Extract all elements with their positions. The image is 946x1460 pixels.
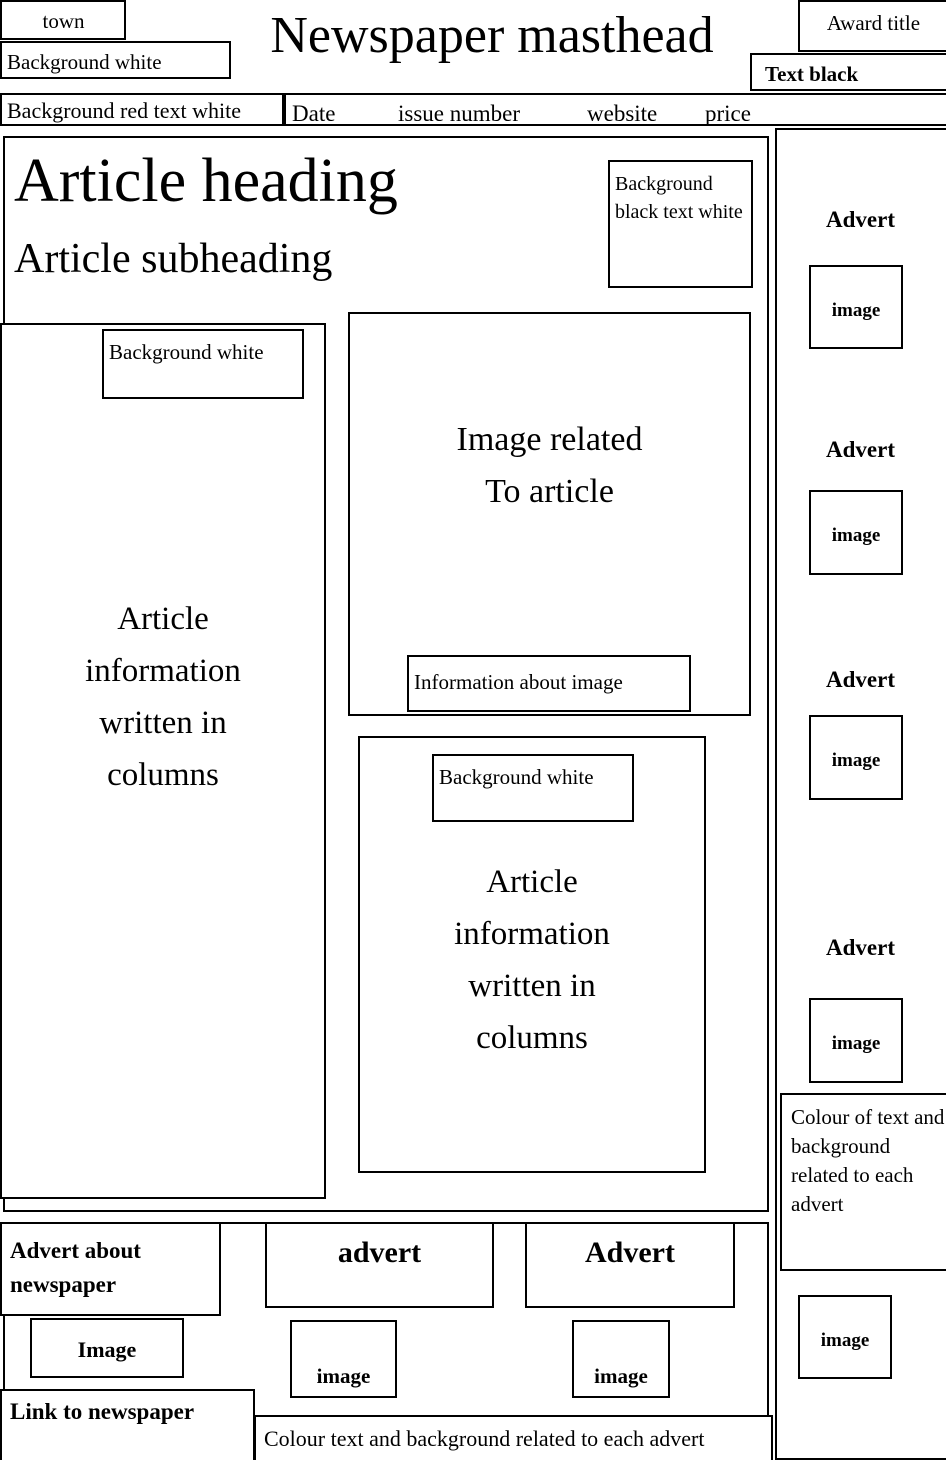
footer-advert-1-box[interactable]: advert — [265, 1222, 494, 1308]
article-column-one-note-box[interactable]: Background white — [102, 329, 304, 399]
datebar-date: Date — [292, 101, 336, 126]
footer-advert-2-label: Advert — [585, 1236, 675, 1269]
article-image-caption-label: Information about image — [414, 670, 623, 694]
sidebar-colour-note-label: Colour of text and background related to… — [791, 1105, 945, 1216]
footer-newspaper-advert-image-label: Image — [77, 1337, 137, 1362]
sidebar-bottom-image[interactable]: image — [798, 1295, 892, 1379]
sidebar-advert-1-label: Advert — [826, 207, 895, 232]
article-heading-colour-note-label: Background black text white — [615, 173, 743, 223]
footer-newspaper-advert-box[interactable]: Advert about newspaper — [0, 1222, 221, 1316]
datebar-background-note-box[interactable]: Background red text white — [0, 93, 284, 126]
town-label: town — [42, 9, 85, 33]
article-column-two-note-label: Background white — [439, 765, 594, 789]
datebar-issue-number: issue number — [398, 101, 521, 126]
sidebar-advert-4-image[interactable]: image — [809, 998, 903, 1083]
article-image-block[interactable]: Image related To article Information abo… — [348, 312, 751, 716]
award-title-label: Award title — [826, 11, 921, 35]
sidebar-advert-2-image-label: image — [831, 525, 881, 546]
article-column-two[interactable]: Background white Article information wri… — [358, 736, 706, 1173]
footer-advert-2-box[interactable]: Advert — [525, 1222, 735, 1308]
sidebar-advert-1-image[interactable]: image — [809, 265, 903, 349]
article-column-one[interactable]: Background white Article information wri… — [0, 323, 326, 1199]
sidebar-bottom-image-label: image — [820, 1330, 870, 1351]
sidebar-advert-3-image[interactable]: image — [809, 715, 903, 800]
masthead-title-text: Newspaper masthead — [270, 7, 714, 64]
footer-newspaper-advert-label: Advert about newspaper — [10, 1238, 141, 1297]
masthead-background-note-label: Background white — [7, 50, 162, 74]
article-image-placeholder-text: Image related To article — [456, 421, 643, 510]
footer-advert-2-image-label: image — [594, 1364, 648, 1388]
datebar: Date issue number website price — [284, 93, 946, 126]
article-column-one-note-label: Background white — [109, 340, 264, 364]
sidebar-colour-note-box[interactable]: Colour of text and background related to… — [780, 1093, 946, 1271]
sidebar-advert-4-image-label: image — [831, 1033, 881, 1054]
datebar-price: price — [705, 101, 751, 126]
sidebar-advert-2-image[interactable]: image — [809, 490, 903, 575]
article-column-two-note-box[interactable]: Background white — [432, 754, 634, 822]
sidebar-advert-2-label: Advert — [826, 437, 895, 462]
text-black-note-box[interactable]: Text black — [750, 53, 946, 91]
article-heading: Article heading — [14, 147, 398, 215]
footer-newspaper-link-box[interactable]: Link to newspaper — [0, 1389, 255, 1460]
article-column-two-text: Article information written in columns — [454, 864, 610, 1056]
article-subheading: Article subheading — [14, 236, 333, 282]
text-black-label: Text black — [765, 62, 859, 86]
award-title-box[interactable]: Award title — [798, 0, 946, 52]
footer-advert-1-image-label: image — [316, 1364, 371, 1388]
sidebar-advert-1-image-label: image — [831, 300, 881, 321]
sidebar-advert-3-label: Advert — [826, 667, 895, 692]
masthead-background-note-box[interactable]: Background white — [0, 41, 231, 79]
footer-colour-note-box[interactable]: Colour text and background related to ea… — [254, 1415, 773, 1460]
sidebar-advert-3-image-label: image — [831, 750, 881, 771]
footer-advert-2-image[interactable]: image — [572, 1320, 670, 1398]
datebar-website[interactable]: website — [587, 101, 658, 126]
footer-newspaper-advert-image[interactable]: Image — [30, 1318, 184, 1378]
footer-advert-1-image[interactable]: image — [290, 1320, 397, 1398]
footer-colour-note-label: Colour text and background related to ea… — [264, 1426, 705, 1451]
town-box[interactable]: town — [0, 0, 126, 40]
footer-newspaper-link-label[interactable]: Link to newspaper — [10, 1399, 195, 1424]
masthead-title: Newspaper masthead — [232, 8, 752, 78]
article-image-caption-box[interactable]: Information about image — [407, 655, 691, 712]
datebar-background-note-label: Background red text white — [7, 98, 241, 123]
footer-advert-1-label: advert — [337, 1236, 422, 1269]
sidebar-advert-4-label: Advert — [826, 935, 895, 960]
article-column-one-text: Article information written in columns — [85, 601, 241, 793]
article-heading-colour-note-box[interactable]: Background black text white — [608, 160, 753, 288]
